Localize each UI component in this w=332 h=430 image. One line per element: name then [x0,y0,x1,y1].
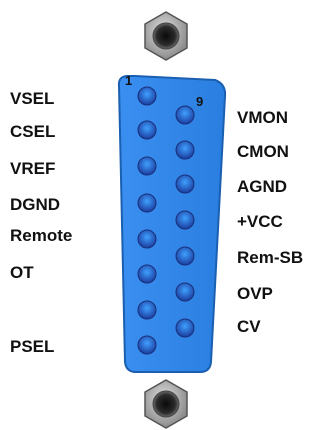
pin [137,120,157,140]
pin [137,264,157,284]
pin [175,174,195,194]
label-vsel: VSEL [10,89,55,108]
top-screw-icon [144,11,188,61]
pin [137,193,157,213]
label-vcc: +VCC [237,212,283,231]
pin [137,156,157,176]
label-rem-sb: Rem-SB [237,248,304,267]
pin [137,335,157,355]
pin [175,282,195,302]
label-cv: CV [237,317,261,336]
pin [175,246,195,266]
pin-column-right [175,105,195,338]
label-agnd: AGND [237,177,288,196]
label-cmon: CMON [237,142,289,161]
pin [175,318,195,338]
label-dgnd: DGND [10,195,61,214]
pin [137,229,157,249]
label-remote: Remote [10,226,73,245]
pin [175,105,195,125]
pin [175,140,195,160]
pin [137,86,157,106]
label-psel: PSEL [10,337,55,356]
label-vref: VREF [10,159,56,178]
bottom-screw-icon [144,379,188,429]
label-ovp: OVP [237,284,273,303]
pin [137,300,157,320]
pin-column-left [137,86,157,355]
label-ot: OT [10,263,34,282]
connector-body [117,75,227,373]
pin-marker-9: 9 [196,94,204,109]
label-csel: CSEL [10,122,56,141]
label-vmon: VMON [237,108,288,127]
pin [175,210,195,230]
pin-marker-1: 1 [125,73,133,88]
